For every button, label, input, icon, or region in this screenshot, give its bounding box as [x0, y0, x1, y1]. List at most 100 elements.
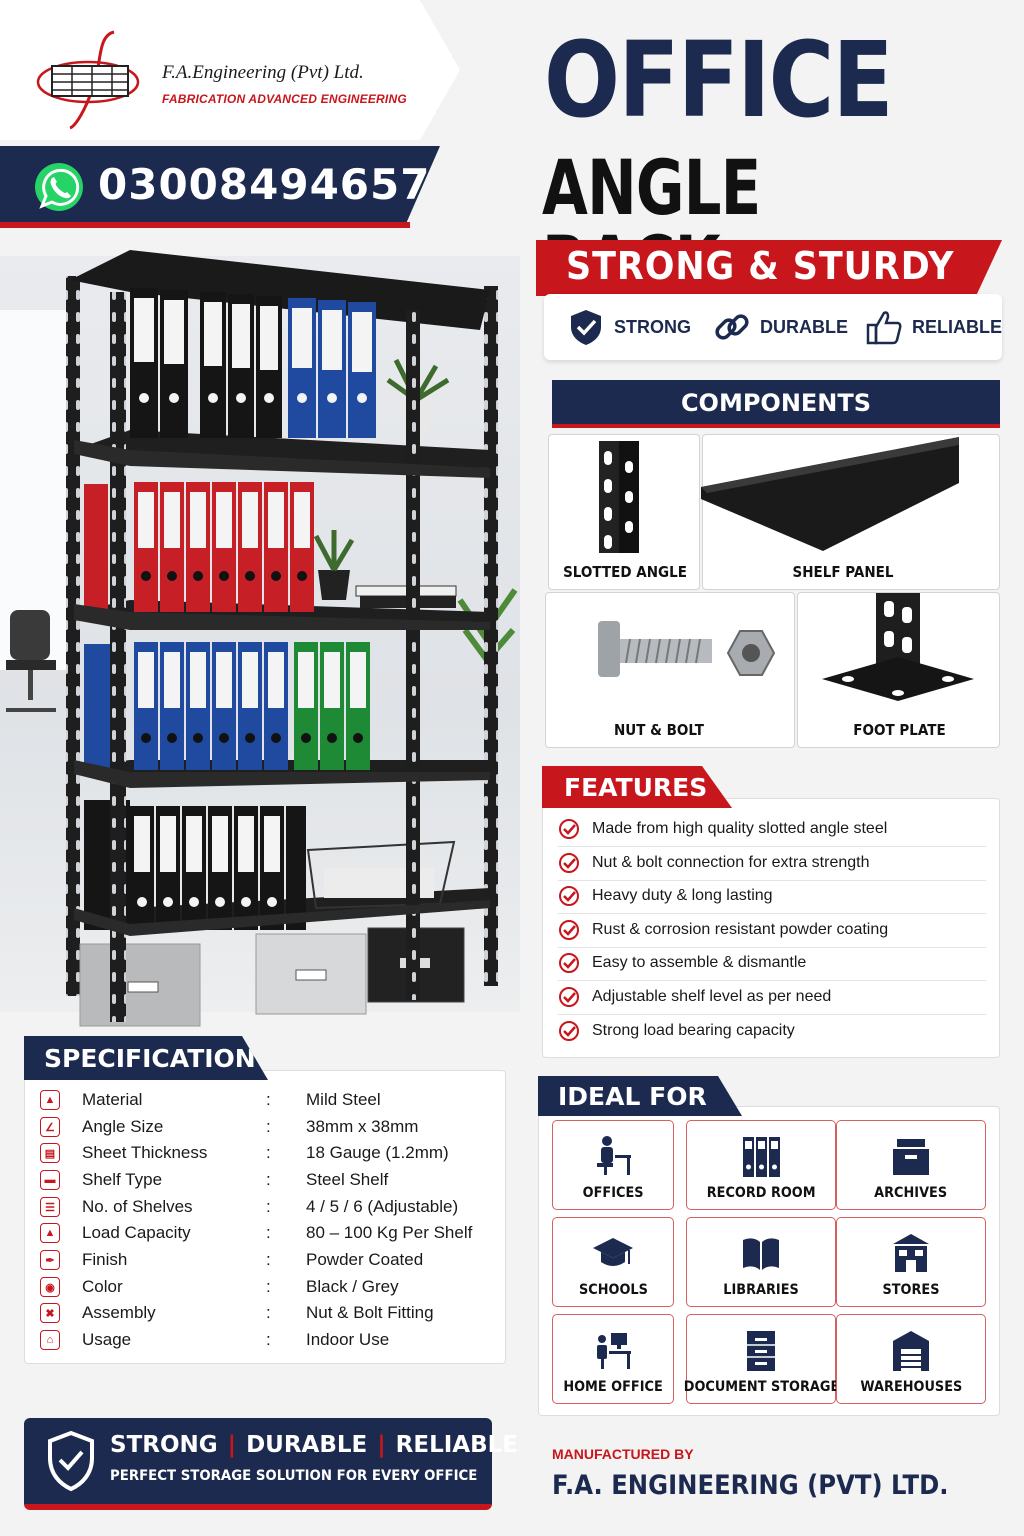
angle-size-icon: ∠	[40, 1117, 60, 1138]
badge-label: DURABLE	[760, 316, 848, 337]
nut-bolt-image	[598, 621, 776, 677]
spec-row-color: ◉ Color: Black / Grey	[40, 1274, 500, 1301]
footer-tagline: PERFECT STORAGE SOLUTION FOR EVERY OFFIC…	[110, 1468, 478, 1484]
spec-value: Steel Shelf	[306, 1170, 389, 1190]
spec-value: Black / Grey	[306, 1277, 399, 1297]
check-circle-icon	[559, 853, 579, 874]
weight-icon: ▲	[40, 1223, 60, 1244]
badge-durable: DURABLE	[712, 302, 848, 352]
ideal-tile-warehouses: WAREHOUSES	[836, 1314, 986, 1404]
component-slotted-angle: SLOTTED ANGLE	[548, 434, 700, 590]
company-tagline: FABRICATION ADVANCED ENGINEERING	[162, 92, 407, 106]
spec-row-finish: ✒Finish:Powder Coated	[40, 1247, 500, 1274]
ideal-label: OFFICES	[582, 1185, 644, 1201]
spec-key: Finish	[82, 1250, 128, 1270]
whatsapp-icon[interactable]	[32, 160, 86, 214]
home-office-icon	[597, 1333, 631, 1369]
company-logo	[36, 30, 140, 130]
ideal-label: RECORD ROOM	[706, 1185, 816, 1201]
footer-divider: |	[377, 1432, 386, 1458]
spec-separator: :	[266, 1170, 271, 1190]
spec-row-assembly: ✖Assembly:Nut & Bolt Fitting	[40, 1300, 500, 1327]
ideal-tile-schools: SCHOOLS	[552, 1217, 674, 1307]
company-name: F.A.Engineering (Pvt) Ltd.	[162, 62, 364, 83]
ideal-label: ARCHIVES	[874, 1185, 948, 1201]
store-icon	[893, 1234, 929, 1272]
spec-row-material: ▲Material:Mild Steel	[40, 1087, 500, 1114]
ideal-for-heading: IDEAL FOR	[538, 1076, 742, 1116]
spec-separator: :	[266, 1117, 271, 1137]
components-heading: COMPONENTS	[552, 380, 1000, 426]
footer-word-durable: DURABLE	[246, 1432, 368, 1458]
rack-icon: ☰	[40, 1197, 60, 1218]
phone-number[interactable]: 03008494657	[98, 160, 431, 209]
shelf-panel-image	[701, 437, 959, 551]
spec-row-shelf-type: ▬Shelf Type:Steel Shelf	[40, 1167, 500, 1194]
tools-icon: ✖	[40, 1303, 60, 1324]
spec-value: Nut & Bolt Fitting	[306, 1303, 434, 1323]
warehouse-icon	[893, 1331, 929, 1371]
feature-text: Heavy duty & long lasting	[592, 887, 773, 905]
ideal-tile-home-office: HOME OFFICE	[552, 1314, 674, 1404]
spec-row-load-capacity: ▲Load Capacity:80 – 100 Kg Per Shelf	[40, 1220, 500, 1247]
footer-word-reliable: RELIABLE	[395, 1432, 518, 1458]
feature-text: Nut & bolt connection for extra strength	[592, 854, 870, 872]
ideal-label: HOME OFFICE	[563, 1379, 663, 1395]
feature-item: Made from high quality slotted angle ste…	[558, 813, 986, 847]
check-circle-icon	[559, 920, 579, 941]
spec-row-angle-size: ∠Angle Size:38mm x 38mm	[40, 1114, 500, 1141]
ideal-tile-record-room: RECORD ROOM	[686, 1120, 836, 1210]
feature-text: Made from high quality slotted angle ste…	[592, 820, 888, 838]
brush-icon: ✒	[40, 1250, 60, 1271]
footer-slogan: STRONG | DURABLE | RELIABLE	[110, 1432, 518, 1458]
specification-card	[24, 1070, 506, 1364]
feature-text: Strong load bearing capacity	[592, 1021, 795, 1039]
check-circle-icon	[559, 953, 579, 974]
spec-value: 18 Gauge (1.2mm)	[306, 1143, 449, 1163]
ideal-label: WAREHOUSES	[860, 1379, 962, 1395]
ideal-tile-libraries: LIBRARIES	[686, 1217, 836, 1307]
badge-strong: STRONG	[566, 302, 691, 352]
spec-value: 4 / 5 / 6 (Adjustable)	[306, 1197, 459, 1217]
features-heading: FEATURES	[542, 766, 732, 808]
feature-item: Strong load bearing capacity	[558, 1014, 986, 1048]
phone-bar-accent	[0, 222, 410, 228]
footer-word-strong: STRONG	[110, 1432, 218, 1458]
spec-key: Color	[82, 1277, 123, 1297]
feature-item: Adjustable shelf level as per need	[558, 981, 986, 1015]
subtitle-text: STRONG & STURDY	[566, 244, 955, 288]
feature-item: Easy to assemble & dismantle	[558, 947, 986, 981]
binders-icon	[743, 1137, 780, 1177]
filing-cabinet-icon	[747, 1331, 775, 1371]
ideal-tile-archives: ARCHIVES	[836, 1120, 986, 1210]
shield-check-icon	[571, 310, 601, 345]
spec-separator: :	[266, 1197, 271, 1217]
spec-key: Usage	[82, 1330, 132, 1350]
spec-separator: :	[266, 1223, 271, 1243]
component-label: SLOTTED ANGLE	[563, 563, 687, 581]
badge-card	[544, 294, 1002, 360]
badge-reliable: RELIABLE	[864, 302, 1002, 352]
spec-separator: :	[266, 1330, 271, 1350]
spec-row-usage: ⌂ Usage: Indoor Use	[40, 1327, 500, 1354]
palette-icon: ◉	[40, 1277, 60, 1298]
spec-row-shelves: ☰No. of Shelves:4 / 5 / 6 (Adjustable)	[40, 1194, 500, 1221]
ideal-tile-document-storage: DOCUMENT STORAGE	[683, 1314, 839, 1404]
spec-key: Shelf Type	[82, 1170, 163, 1190]
archive-box-icon	[893, 1139, 929, 1175]
spec-value: Mild Steel	[306, 1090, 381, 1110]
spec-value: Indoor Use	[306, 1330, 390, 1350]
features-card	[542, 798, 1000, 1058]
graduation-cap-icon	[593, 1238, 633, 1266]
spec-row-sheet-thickness: ▤Sheet Thickness:18 Gauge (1.2mm)	[40, 1140, 500, 1167]
house-icon: ⌂	[40, 1330, 60, 1351]
feature-item: Nut & bolt connection for extra strength	[558, 847, 986, 881]
spec-separator: :	[266, 1277, 271, 1297]
check-circle-icon	[559, 819, 579, 840]
ideal-label: LIBRARIES	[723, 1282, 799, 1298]
feature-text: Adjustable shelf level as per need	[592, 988, 832, 1006]
spec-key: Material	[82, 1090, 143, 1110]
component-label: SHELF PANEL	[792, 563, 894, 581]
badge-label: RELIABLE	[912, 316, 1002, 337]
spec-value: 38mm x 38mm	[306, 1117, 419, 1137]
